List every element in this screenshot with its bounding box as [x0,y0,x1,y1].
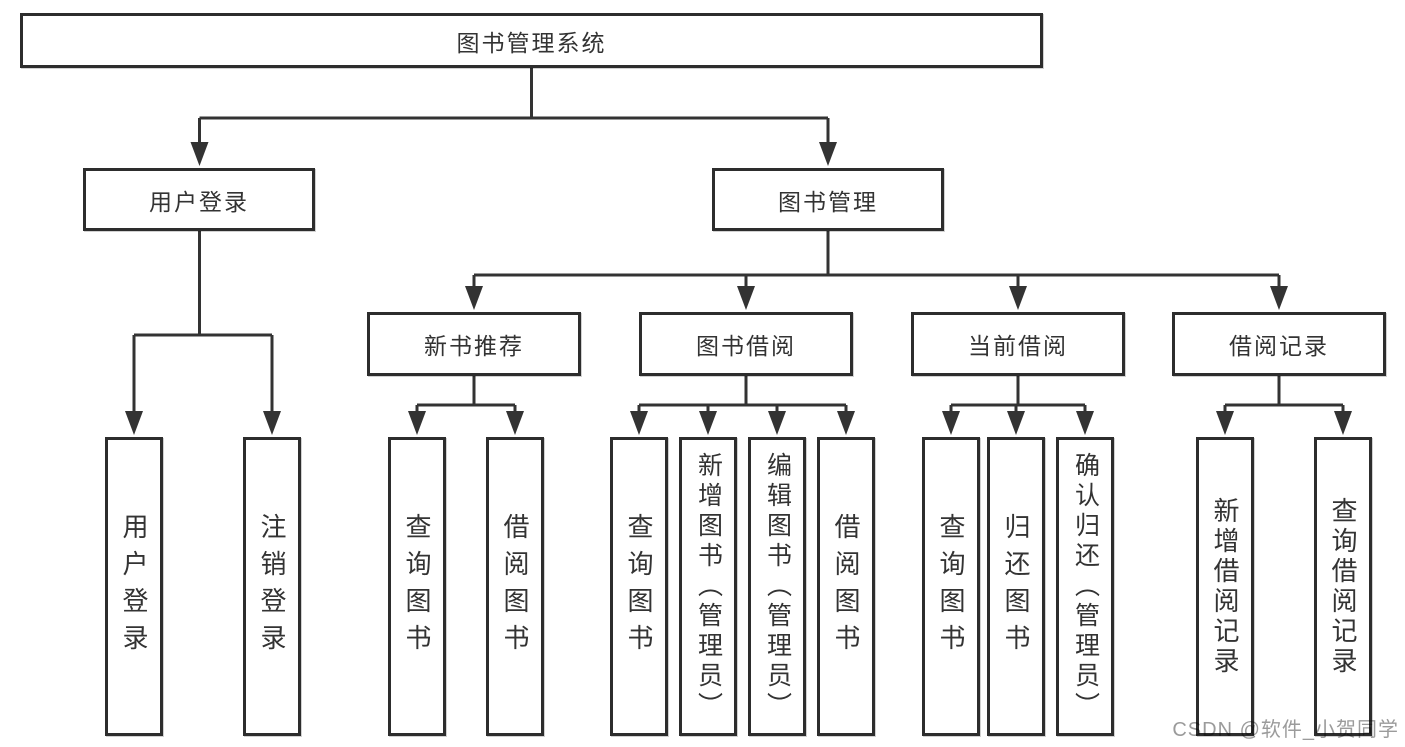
arrowheads [125,142,1352,435]
leaf-label: 注销登录 [257,512,287,661]
arrowhead [190,142,209,166]
node-label: 图书管理系统 [456,29,607,56]
arrowhead [1007,411,1025,435]
arrowhead [1270,286,1288,310]
arrowhead [263,411,281,435]
node-current-borrow: 当前借阅 [911,312,1125,376]
arrowhead [768,411,786,435]
arrowhead [1334,411,1352,435]
leaf-label: 用户登录 [119,512,149,661]
node-label: 新书推荐 [424,333,524,359]
arrowhead [630,411,648,435]
arrowhead [465,286,483,310]
arrowhead [1076,411,1094,435]
edge-login-to-leaves [132,231,274,413]
leaf-label: 确认归还（管理员） [1071,451,1100,722]
leaf-label: 查询图书 [936,512,966,661]
node-book-management: 图书管理 [712,168,944,231]
node-label: 图书管理 [778,188,878,215]
node-label: 用户登录 [149,188,249,215]
leaf-record-query-borrow-record: 查询借阅记录 [1314,437,1372,736]
edge-current-to-leaves [949,376,1087,413]
edge-management-to-level3 [472,231,1281,288]
edge-borrow-to-leaves [637,376,848,413]
arrowhead [699,411,717,435]
leaf-label: 查询图书 [402,512,432,661]
node-user-login: 用户登录 [83,168,315,231]
leaf-logout-login: 注销登录 [243,437,301,736]
arrowhead [819,142,837,166]
leaf-label: 编辑图书（管理员） [763,451,792,722]
leaf-current-query-book: 查询图书 [922,437,980,736]
leaf-recommend-borrow-book: 借阅图书 [486,437,544,736]
arrowhead [408,411,426,435]
leaf-borrow-add-book-admin: 新增图书（管理员） [679,437,737,736]
leaf-borrow-query-book: 查询图书 [610,437,668,736]
leaf-recommend-query-book: 查询图书 [388,437,446,736]
arrowhead [125,411,143,435]
node-new-book-recommend: 新书推荐 [367,312,581,376]
leaf-label: 借阅图书 [831,512,861,661]
arrowhead [506,411,524,435]
leaf-label: 借阅图书 [500,512,530,661]
csdn-watermark: CSDN @软件_小贺同学 [1172,719,1399,741]
leaf-borrow-borrow-book: 借阅图书 [817,437,875,736]
arrowhead [942,411,960,435]
leaf-current-return-book: 归还图书 [987,437,1045,736]
edge-record-to-leaves [1223,376,1345,413]
leaf-label: 归还图书 [1001,512,1031,661]
edge-root-to-level2 [198,68,830,144]
leaf-label: 新增借阅记录 [1210,496,1240,677]
leaf-borrow-edit-book-admin: 编辑图书（管理员） [748,437,806,736]
leaf-current-confirm-return-admin: 确认归还（管理员） [1056,437,1114,736]
node-label: 借阅记录 [1229,333,1329,359]
leaf-label: 查询图书 [624,512,654,661]
node-label: 当前借阅 [968,333,1068,359]
edge-recommend-to-leaves [415,376,517,413]
arrowhead [1009,286,1027,310]
leaf-label: 新增图书（管理员） [694,451,723,722]
leaf-user-login: 用户登录 [105,437,163,736]
arrowhead [837,411,855,435]
node-label: 图书借阅 [696,333,796,359]
node-library-management-system: 图书管理系统 [20,13,1043,68]
leaf-record-add-borrow-record: 新增借阅记录 [1196,437,1254,736]
node-borrow-record: 借阅记录 [1172,312,1386,376]
arrowhead [1216,411,1234,435]
arrowhead [737,286,755,310]
leaf-label: 查询借阅记录 [1328,496,1358,677]
node-book-borrow: 图书借阅 [639,312,853,376]
